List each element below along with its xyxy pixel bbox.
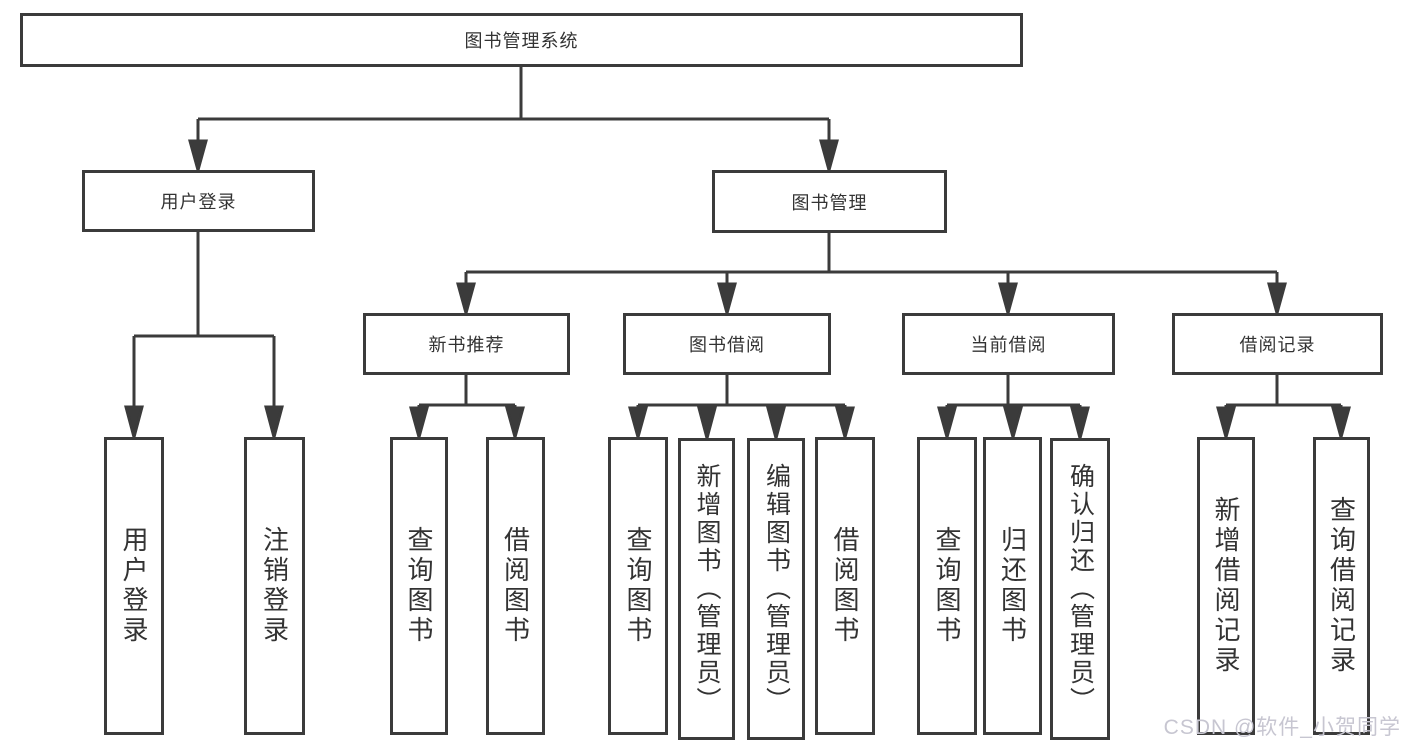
leaf-confirm-return-admin: 确认归还（管理员） bbox=[1050, 438, 1110, 740]
leaf-query-books-newbook: 查询图书 bbox=[390, 437, 448, 735]
node-book-management: 图书管理 bbox=[712, 170, 947, 233]
leaf-return-books: 归还图书 bbox=[983, 437, 1042, 735]
connector-borrow-to-leaves bbox=[628, 375, 855, 444]
leaf-query-borrow-record: 查询借阅记录 bbox=[1313, 437, 1370, 735]
node-book-borrowing: 图书借阅 bbox=[623, 313, 831, 375]
leaf-logout: 注销登录 bbox=[244, 437, 305, 735]
node-library-management-system: 图书管理系统 bbox=[20, 13, 1023, 67]
leaf-borrow-books: 借阅图书 bbox=[815, 437, 875, 735]
leaf-add-borrow-record: 新增借阅记录 bbox=[1197, 437, 1255, 735]
connector-mgmt-to-level3 bbox=[456, 233, 1287, 319]
leaf-query-books-current: 查询图书 bbox=[917, 437, 977, 735]
connector-newbook-to-leaves bbox=[409, 375, 525, 443]
node-user-login: 用户登录 bbox=[82, 170, 315, 232]
node-current-borrowing: 当前借阅 bbox=[902, 313, 1115, 375]
leaf-borrow-books-newbook: 借阅图书 bbox=[486, 437, 545, 735]
node-new-book-recommend: 新书推荐 bbox=[363, 313, 570, 375]
connector-records-to-leaves bbox=[1216, 375, 1351, 443]
leaf-edit-books-admin: 编辑图书（管理员） bbox=[747, 438, 805, 740]
node-borrowing-records: 借阅记录 bbox=[1172, 313, 1383, 375]
leaf-add-books-admin: 新增图书（管理员） bbox=[678, 438, 735, 740]
connector-current-to-leaves bbox=[937, 375, 1090, 444]
leaf-user-login: 用户登录 bbox=[104, 437, 164, 735]
leaf-query-books-borrow: 查询图书 bbox=[608, 437, 668, 735]
csdn-watermark: CSDN @软件_小贺同学 bbox=[1163, 716, 1401, 739]
connector-root-to-level2 bbox=[188, 67, 839, 176]
connector-login-to-leaves bbox=[124, 232, 284, 443]
